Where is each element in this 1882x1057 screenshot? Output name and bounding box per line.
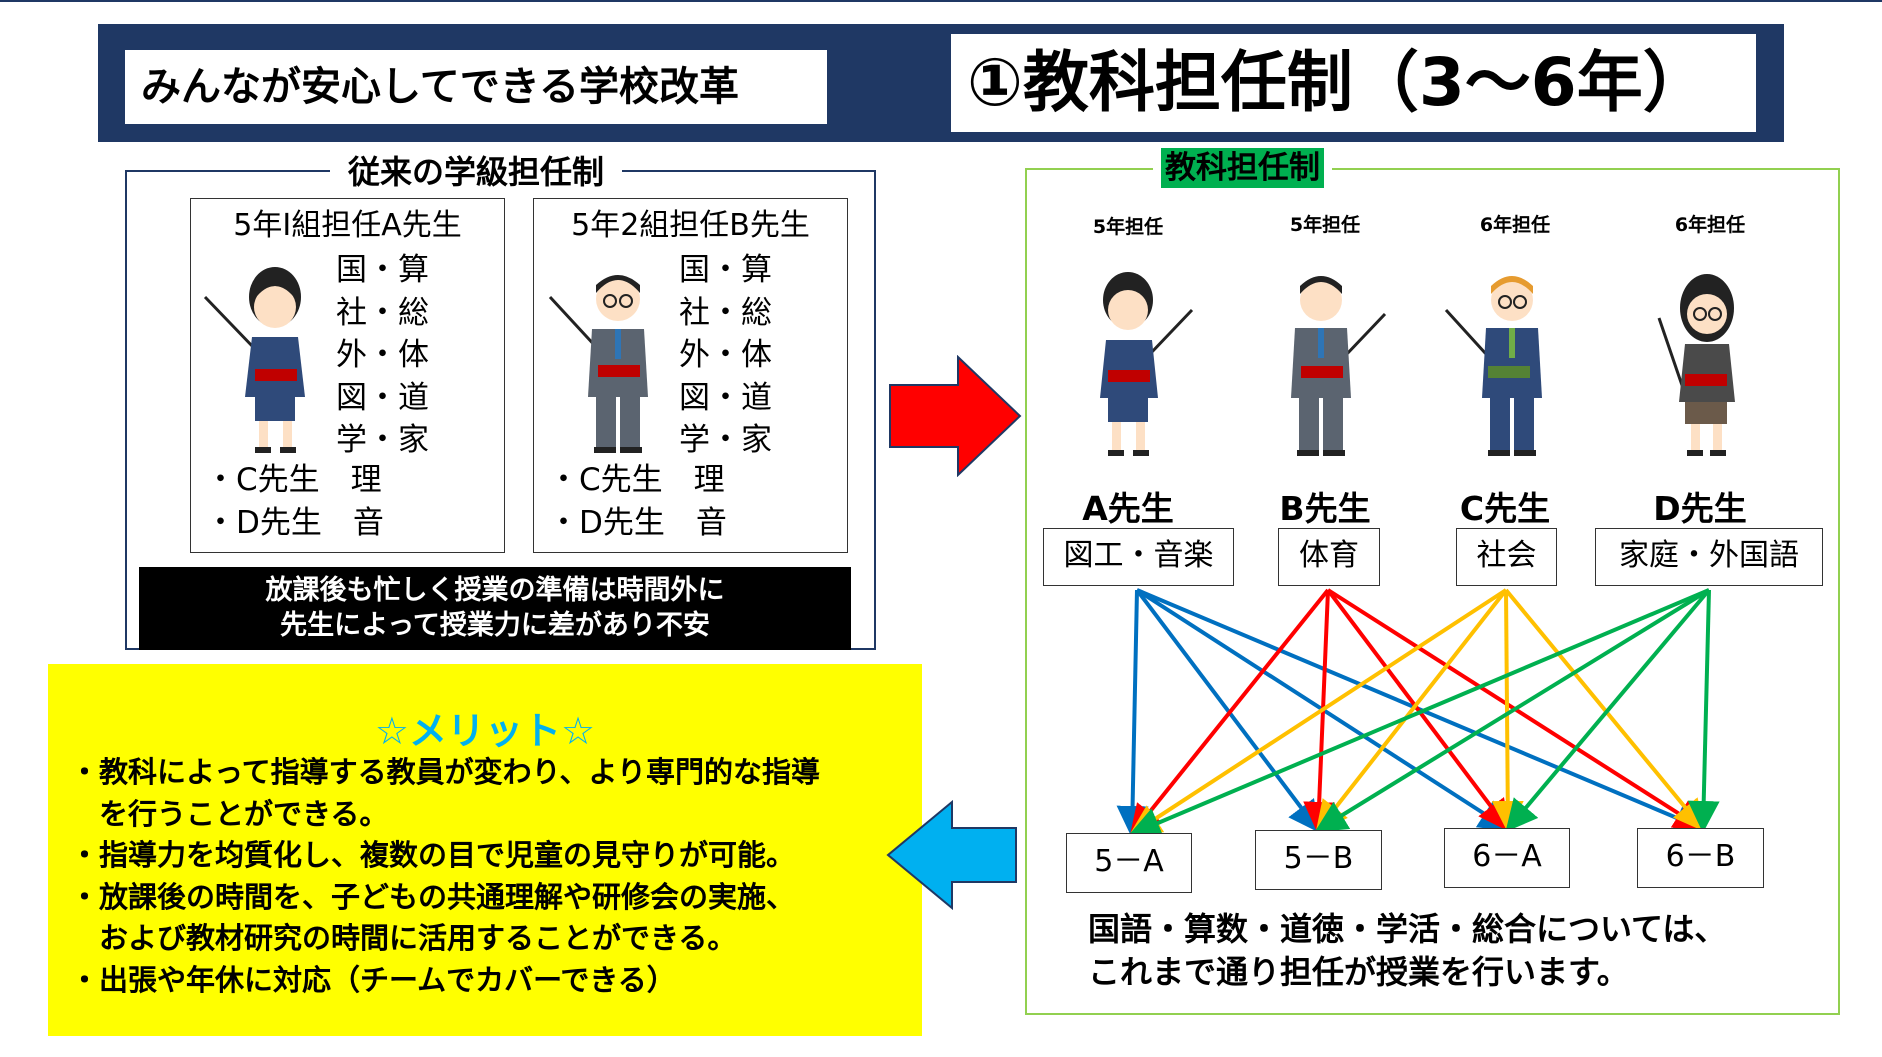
teacher-d-icon [1657, 274, 1735, 456]
subject-item: 社・総 [336, 294, 429, 331]
other-teachers: ・C先生 理 ・D先生 音 [205, 459, 384, 545]
teacher-female-icon [203, 267, 305, 453]
teacher-grade: 6年担任 [1479, 214, 1551, 236]
teacher-grade: 5年担任 [1092, 216, 1164, 238]
subject-item: 学・家 [679, 422, 772, 458]
card-title: 5年Ⅰ組担任A先生 [233, 208, 462, 243]
teacher-subject-box: 家庭・外国語 [1595, 528, 1823, 586]
assignment-arrow [1505, 588, 1711, 833]
assignment-arrow [1135, 588, 1321, 834]
card-title: 5年2組担任B先生 [571, 208, 810, 243]
header-subtitle: みんなが安心してできる学校改革 [125, 50, 827, 124]
top-rule [0, 0, 1882, 2]
teacher-c-icon [1444, 276, 1542, 456]
other-teacher-item: ・C先生 理 [548, 462, 725, 498]
assignment-arrow [1128, 588, 1508, 837]
teacher-grade: 6年担任 [1674, 214, 1746, 236]
problem-line: 先生によって授業力に差があり不安 [280, 610, 710, 641]
blue-left-arrow-icon [886, 800, 1017, 910]
teacher-subject-box: 社会 [1456, 528, 1557, 586]
merit-line: および教材研究の時間に活用することができる。 [70, 921, 737, 955]
subject-item: 外・体 [679, 337, 772, 373]
merit-line: を行うことができる。 [70, 796, 389, 831]
assignment-arrow [1491, 589, 1524, 833]
teacher-subject-box: 体育 [1278, 528, 1380, 586]
merit-line: ・放課後の時間を、子どもの共通理解や研修会の実施、 [70, 879, 796, 914]
teacher-name: B先生 [1279, 489, 1371, 528]
assignment-arrow [1116, 589, 1149, 838]
assignment-arrow [1504, 588, 1706, 833]
class-box: 5－B [1255, 830, 1382, 890]
teacher-name: A先生 [1082, 489, 1174, 528]
subject-system-frame [1025, 168, 1840, 1015]
subject-item: 社・総 [679, 294, 772, 331]
assignment-arrow [1687, 589, 1720, 833]
teacher-b-icon [1291, 276, 1387, 456]
assignment-arrow [1326, 588, 1511, 833]
homeroom-note: 国語・算数・道徳・学活・総合については、 これまで通り担任が授業を行います。 [1088, 908, 1726, 994]
assignment-arrow [1128, 588, 1710, 838]
conventional-title: 従来の学級担任制 [330, 152, 623, 192]
teacher-name: C先生 [1459, 489, 1551, 528]
teacher-name: D先生 [1653, 489, 1747, 528]
subject-item: 図・道 [679, 379, 772, 416]
subject-item: 国・算 [679, 252, 772, 288]
subject-system-title: 教科担任制 [1153, 148, 1332, 188]
subject-item: 外・体 [336, 337, 429, 373]
other-teacher-item: ・D先生 音 [205, 505, 384, 541]
other-teacher-item: ・D先生 音 [548, 505, 727, 541]
merit-list: ・教科によって指導する教員が変わり、より専門的な指導 を行うことができる。 ・指… [70, 752, 820, 1001]
assignment-arrow [1129, 588, 1330, 838]
class-box: 5－A [1066, 833, 1192, 893]
other-teachers: ・C先生 理 ・D先生 音 [548, 459, 727, 545]
assignment-arrow [1315, 588, 1508, 834]
other-teacher-item: ・C先生 理 [205, 462, 382, 498]
teacher-card-a: 5年Ⅰ組担任A先生 国・算 社・総 外・体 図・道 学・家 ・C先生 理 ・D先… [190, 198, 505, 553]
subject-list: 国・算 社・総 外・体 図・道 学・家 [336, 249, 429, 462]
merit-line: ・出張や年休に対応（チームでカバーできる） [70, 962, 676, 997]
problem-line: 放課後も忙しく授業の準備は時間外に [265, 575, 725, 606]
teacher-card-b: 5年2組担任B先生 国・算 社・総 外・体 図・道 学・家 ・C先生 理 ・D先… [533, 198, 848, 553]
teacher-male-icon [548, 275, 648, 453]
problem-box: 放課後も忙しく授業の準備は時間外に 先生によって授業力に差があり不安 [139, 567, 851, 650]
subject-item: 図・道 [336, 379, 429, 416]
merit-title: ☆メリット☆ [374, 709, 596, 753]
subject-system-title-text: 教科担任制 [1161, 148, 1324, 188]
note-line: 国語・算数・道徳・学活・総合については、 [1088, 910, 1727, 948]
teacher-grade: 5年担任 [1289, 214, 1361, 236]
assignment-arrow [1314, 588, 1711, 833]
subject-list: 国・算 社・総 外・体 図・道 学・家 [679, 249, 772, 462]
teacher-a-icon [1100, 272, 1194, 456]
merit-box: ☆メリット☆ ・教科によって指導する教員が変わり、より専門的な指導 を行うことが… [48, 664, 922, 1036]
merit-line: ・教科によって指導する教員が変わり、より専門的な指導 [70, 755, 820, 789]
class-box: 6－A [1444, 828, 1570, 888]
note-line: これまで通り担任が授業を行います。 [1088, 953, 1629, 991]
subject-item: 国・算 [336, 252, 429, 288]
merit-line: ・指導力を均質化し、複数の目で児童の見守りが可能。 [70, 838, 796, 872]
red-right-arrow-icon [889, 355, 1022, 477]
page-title: ①教科担任制（3～6年） [951, 34, 1756, 132]
teacher-subject-box: 図工・音楽 [1043, 528, 1234, 586]
class-box: 6－B [1637, 828, 1764, 888]
subject-item: 学・家 [336, 422, 429, 458]
